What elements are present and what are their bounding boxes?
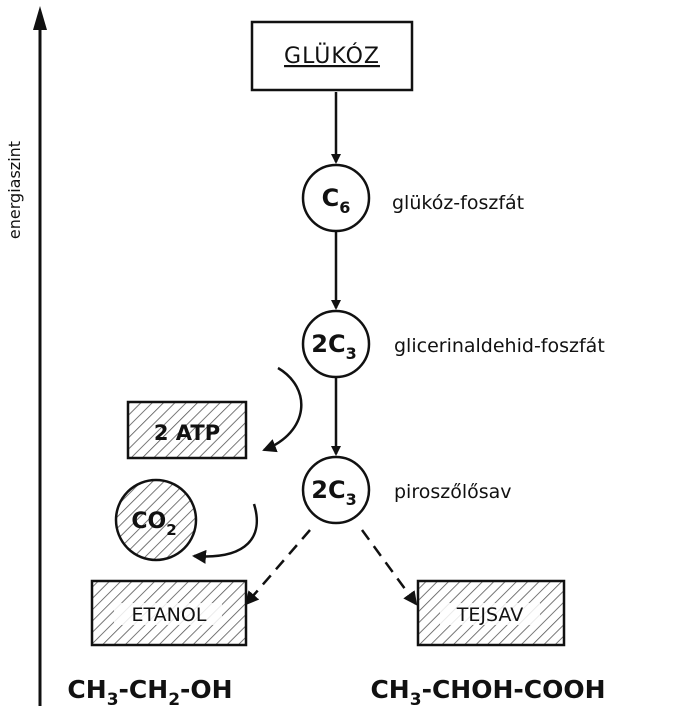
dashed-arrow-to-lactic-acid: [360, 529, 418, 606]
co2-circle: [114, 478, 198, 562]
ethanol-label-bg: [114, 603, 222, 625]
node-2c3-gap-text: 2C3: [311, 330, 356, 363]
lactic-acid-formula: CH3-CHOH-COOH: [370, 675, 605, 710]
glucose-box: [250, 20, 414, 92]
lactic-acid-label: TEJSAV: [456, 604, 523, 626]
step-label-glucose-phosphate: glükóz-foszfát: [392, 192, 524, 214]
step-label-gap: glicerinaldehid-foszfát: [394, 335, 605, 357]
energy-axis-arrowhead: [33, 6, 47, 30]
node-c6: [301, 163, 371, 233]
dashed-arrow-to-ethanol: [244, 529, 311, 606]
ethanol-label: ETANOL: [132, 604, 207, 626]
step-label-pyruvate: piroszőlősav: [394, 481, 512, 503]
glucose-label: GLÜKÓZ: [284, 43, 380, 69]
node-2c3-pyruvate-text: 2C3: [311, 476, 356, 509]
ethanol-formula: CH3-CH2-OH: [67, 675, 232, 710]
atp-box: [126, 400, 248, 460]
lactic-acid-label-bg: [440, 603, 540, 625]
node-2c3-pyruvate: [301, 455, 371, 525]
energy-axis-label: energiaszint: [5, 141, 24, 239]
atp-label: 2 ATP: [154, 421, 220, 445]
curved-arrow-atp: [262, 366, 303, 453]
co2-label: CO2: [131, 509, 176, 539]
node-c6-text: C6: [322, 184, 351, 217]
node-2c3-gap: [301, 309, 371, 379]
curved-arrow-co2: [192, 503, 259, 564]
